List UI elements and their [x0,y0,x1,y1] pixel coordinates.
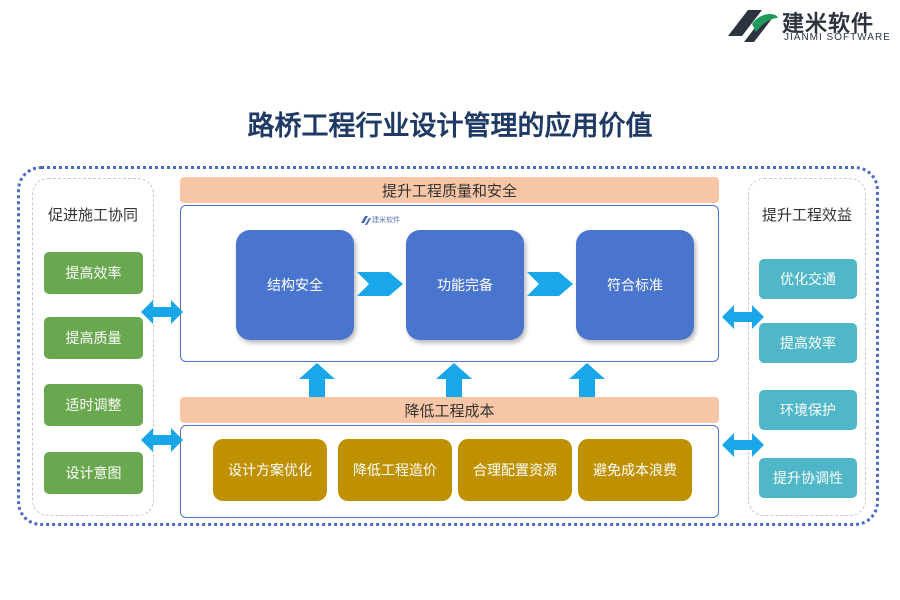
logo-subtitle: JIANMI SOFTWARE [784,32,891,43]
cost-item-design-optimize: 设计方案优化 [213,439,327,501]
left-item-quality: 提高质量 [44,317,143,359]
double-arrow-icon [141,428,183,452]
cost-item-reduce-cost: 降低工程造价 [338,439,452,501]
up-arrow-icon [299,363,335,397]
double-arrow-icon [722,433,764,457]
outer-frame [17,166,879,526]
right-item-traffic: 优化交通 [759,259,857,299]
right-item-environment: 环境保护 [759,390,857,430]
watermark: 建米软件 [372,216,400,224]
right-item-efficiency: 提高效率 [759,323,857,363]
double-arrow-icon [141,300,183,324]
logo-leaf-icon [728,10,778,42]
step-function-complete: 功能完备 [406,230,524,340]
up-arrow-icon [436,363,472,397]
bottom-banner: 降低工程成本 [180,397,719,423]
top-banner: 提升工程质量和安全 [180,177,719,203]
right-item-coordination: 提升协调性 [759,458,857,498]
page-title: 路桥工程行业设计管理的应用价值 [247,111,653,142]
up-arrow-icon [569,363,605,397]
left-panel [32,178,154,516]
cost-item-allocate-resources: 合理配置资源 [458,439,572,501]
left-item-efficiency: 提高效率 [44,252,143,294]
left-item-adjust: 适时调整 [44,384,143,426]
left-item-intent: 设计意图 [44,452,143,494]
double-arrow-icon [722,305,764,329]
cost-item-avoid-waste: 避免成本浪费 [578,439,692,501]
logo-name: 建米软件 [782,12,875,37]
watermark-logo-icon [361,216,371,225]
right-panel [748,178,866,516]
chevron-arrow-icon [357,272,403,296]
step-structure-safety: 结构安全 [236,230,354,340]
left-panel-title: 促进施工协同 [47,206,138,224]
chevron-arrow-icon [527,272,573,296]
right-panel-title: 提升工程效益 [761,206,852,224]
step-meet-standards: 符合标准 [576,230,694,340]
